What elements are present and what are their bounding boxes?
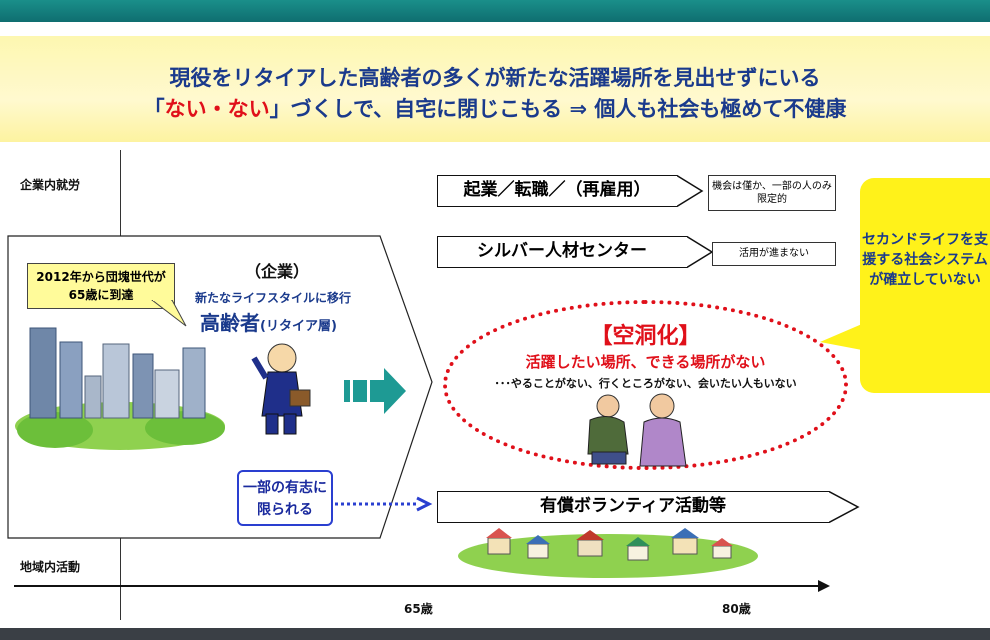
title-line-2-rest: 」づくしで、自宅に閉じこもる ⇒ 個人も社会も極めて不健康	[269, 97, 847, 121]
hollowing-heading: 【空洞化】	[590, 324, 701, 349]
baby-boomer-callout: 2012年から団塊世代が65歳に到達	[27, 263, 175, 309]
retired-label: (リタイア層)	[260, 319, 337, 334]
social-system-callout: セカンドライフを支援する社会システムが確立していない	[860, 178, 990, 393]
city-skyline-illustration	[15, 327, 225, 450]
y-top-label: 企業内就労	[20, 178, 81, 192]
entrepreneur-banner-tip	[676, 175, 704, 207]
silver-center-banner: シルバー人材センター	[437, 236, 687, 268]
silver-center-banner-tip	[686, 236, 714, 268]
callout-tail	[151, 300, 187, 327]
company-panel-outline	[7, 235, 433, 539]
elderly-label: 高齢者	[200, 311, 260, 335]
side-callout-tail	[820, 324, 862, 350]
limited-volunteers-box: 一部の有志に限られる	[237, 470, 333, 526]
elderly-heading: 高齢者(リタイア層)	[200, 307, 337, 336]
community-village-illustration	[458, 528, 758, 578]
time-axis-arrowhead	[818, 580, 830, 592]
entrepreneur-banner: 起業／転職／（再雇用）	[437, 175, 677, 207]
x-tick-80: 80歳	[722, 602, 751, 616]
transition-arrow	[344, 368, 406, 414]
retiring-businessman-illustration	[251, 343, 311, 435]
silver-center-note: 活用が進まない	[712, 242, 836, 266]
isolated-elderly-couple-illustration	[587, 393, 687, 467]
hollowing-subheading: 活躍したい場所、できる場所がない	[525, 353, 766, 371]
time-axis	[14, 585, 820, 587]
company-label: （企業）	[245, 262, 310, 281]
dotted-arrow	[335, 496, 433, 512]
y-bottom-label: 地域内活動	[20, 560, 81, 574]
footer-bar	[0, 628, 990, 640]
header-bar	[0, 0, 990, 22]
title-red-phrase: ない・ない	[164, 97, 270, 121]
hollowing-ellipse	[443, 300, 848, 470]
x-tick-65: 65歳	[404, 602, 433, 616]
title-line-2: 「ない・ない」づくしで、自宅に閉じこもる ⇒ 個人も社会も極めて不健康	[0, 93, 990, 123]
volunteer-banner: 有償ボランティア活動等	[437, 491, 829, 523]
title-line-1: 現役をリタイアした高齢者の多くが新たな活躍場所を見出せずにいる	[169, 66, 821, 90]
entrepreneur-note: 機会は僅か、一部の人のみ限定的	[708, 175, 836, 211]
title-quote-open: 「	[143, 97, 165, 121]
lifestyle-label: 新たなライフスタイルに移行	[195, 291, 352, 305]
hollowing-detail: ･･･やることがない、行くところがない、会いたい人もいない	[494, 377, 797, 390]
volunteer-banner-tip	[828, 491, 860, 523]
title-band	[0, 36, 990, 142]
